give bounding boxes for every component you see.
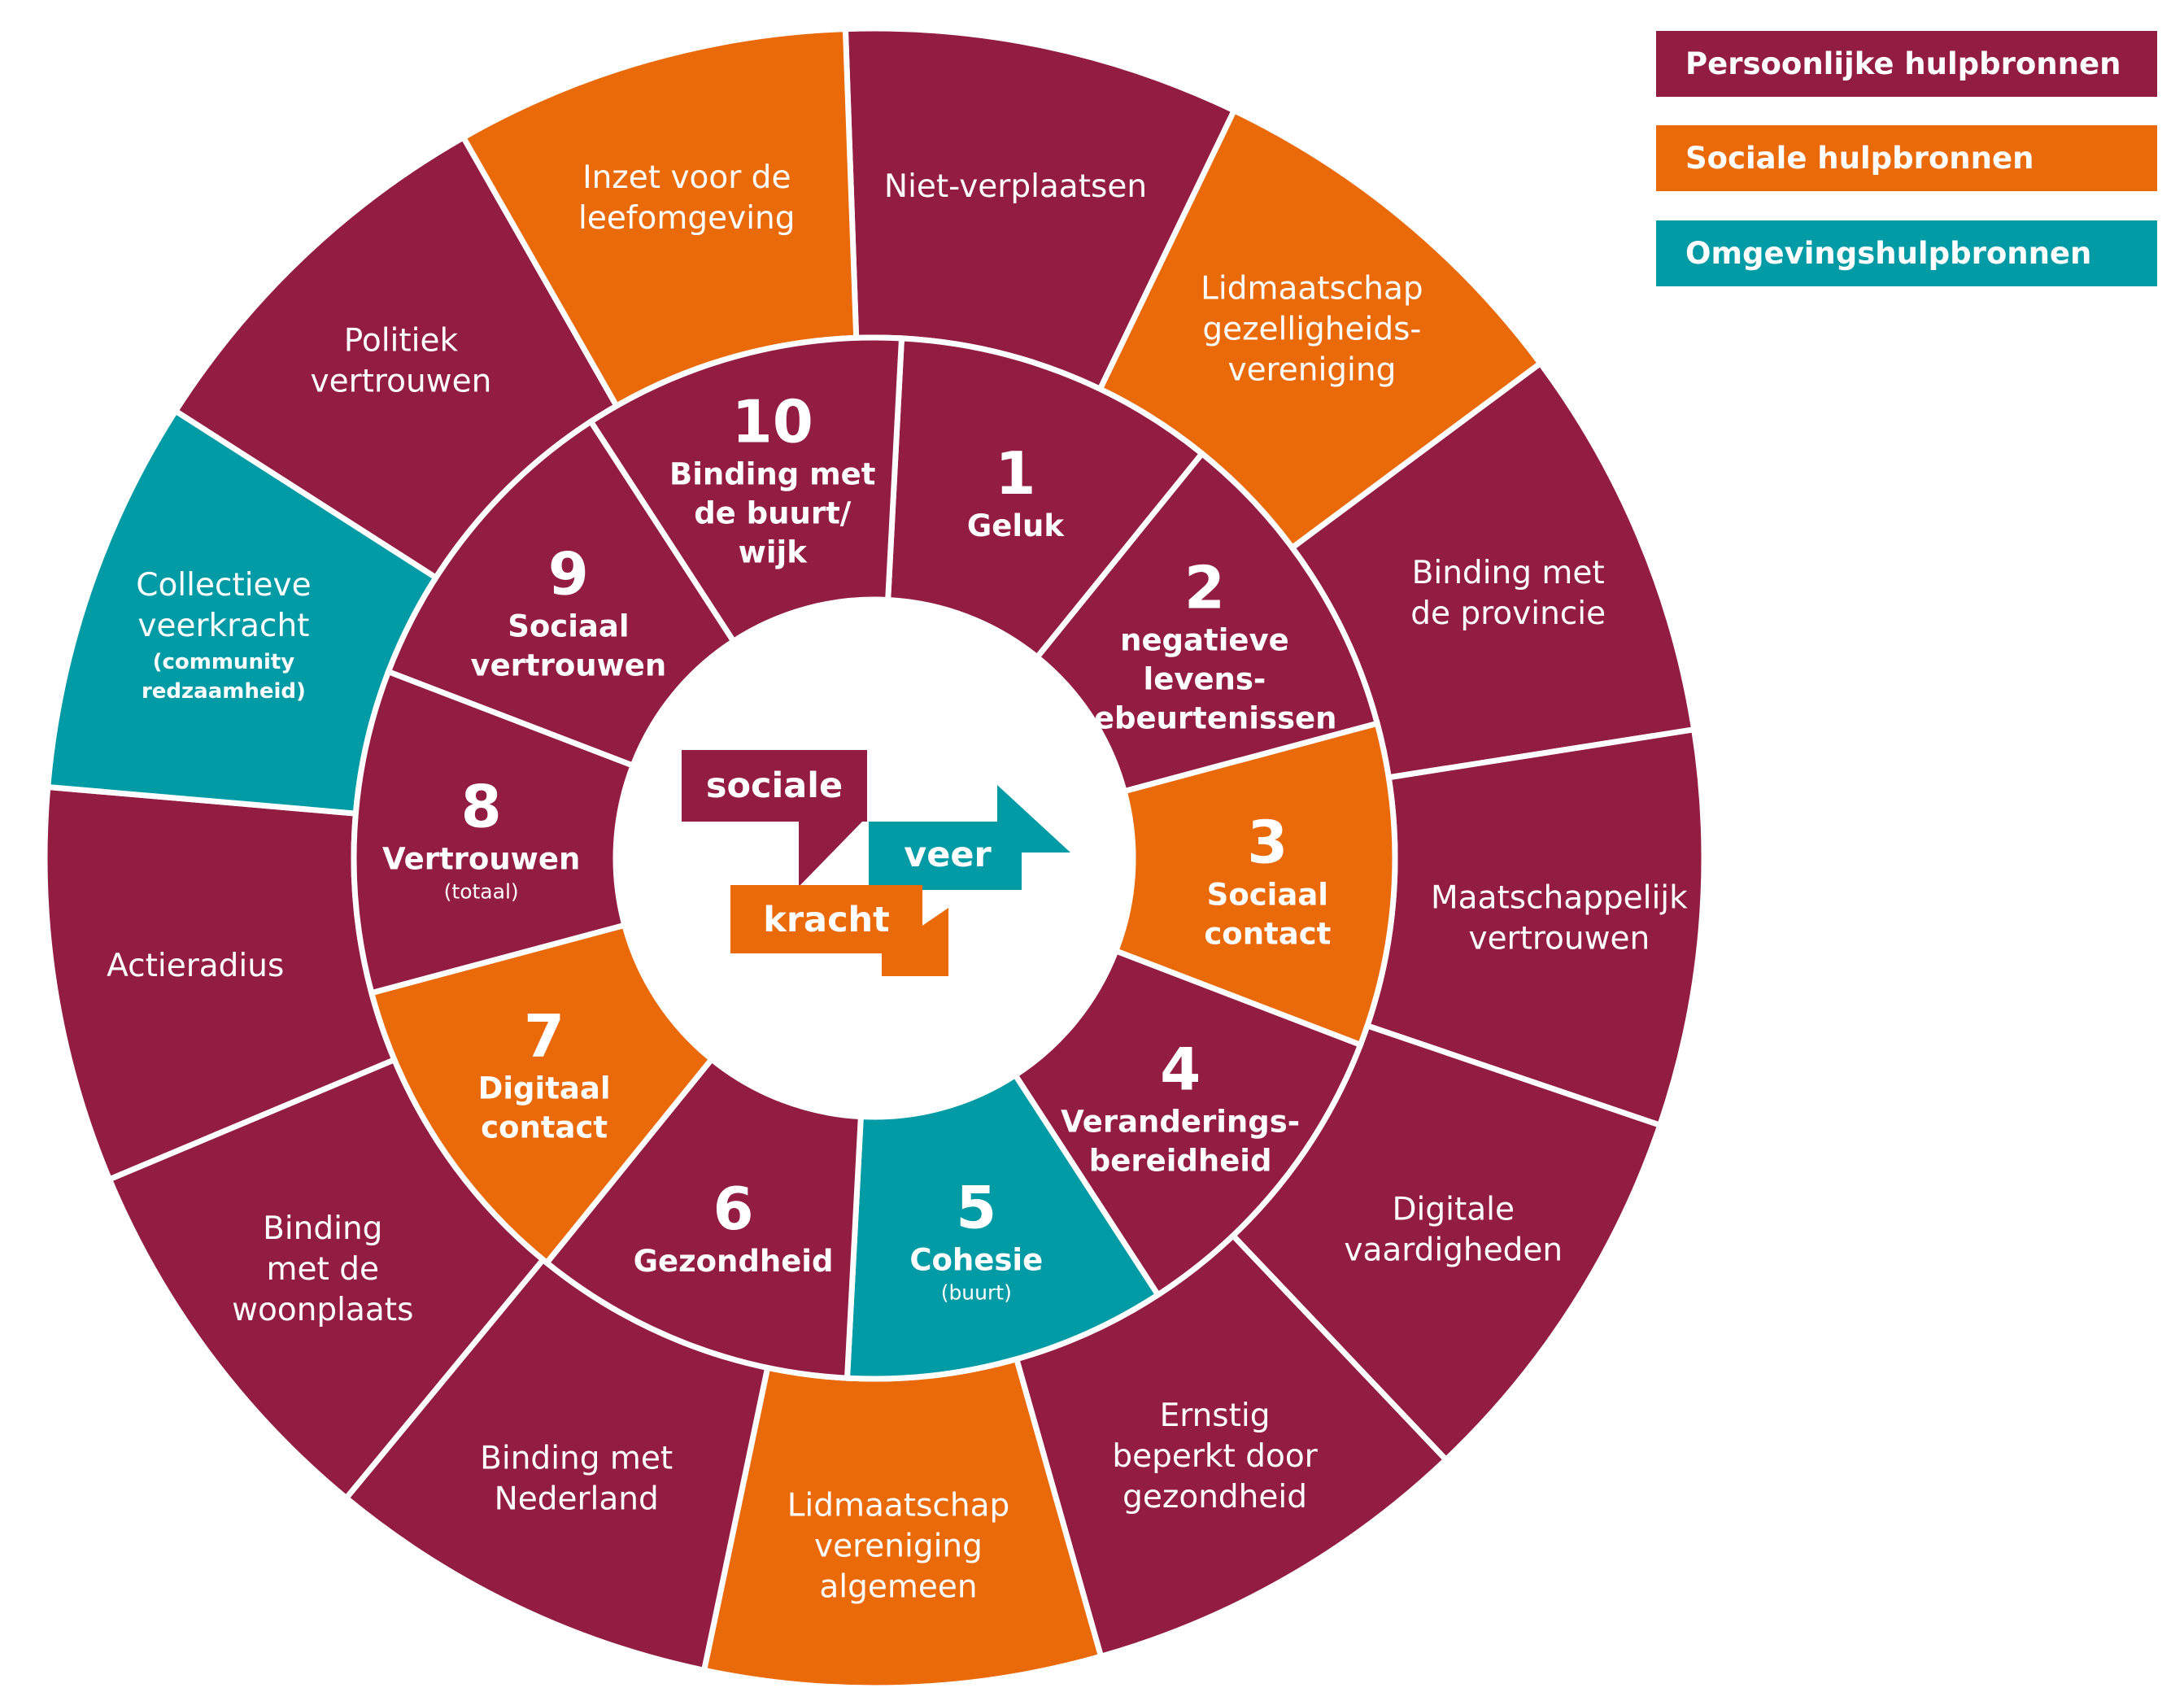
- logo-word-veer: veer: [904, 835, 992, 875]
- logo-fold-magenta: [799, 822, 862, 887]
- inner-segment-label: Digitaal: [478, 1071, 611, 1106]
- inner-segment-label: gebeurtenissen: [1072, 700, 1336, 735]
- outer-segment-label: Actieradius: [107, 948, 284, 984]
- outer-segment-label: woonplaats: [232, 1292, 413, 1328]
- legend-label: Persoonlijke hulpbronnen: [1685, 46, 2121, 81]
- inner-segment-number: 1: [995, 439, 1035, 508]
- outer-segment-label: Inzet voor de: [582, 159, 791, 196]
- inner-segment-number: 4: [1160, 1036, 1201, 1104]
- outer-segment-label: vertrouwen: [311, 363, 492, 399]
- inner-segment-number: 3: [1247, 808, 1288, 876]
- inner-segment-label: wijk: [739, 534, 809, 569]
- legend-label: Omgevingshulpbronnen: [1685, 236, 2092, 271]
- inner-segment-label: vertrouwen: [470, 648, 666, 682]
- inner-segment-label: contact: [1204, 916, 1331, 951]
- outer-segment-label: Maatschappelijk: [1431, 880, 1688, 917]
- outer-segment-label: Lidmaatschap: [1201, 270, 1423, 307]
- inner-segment-label: negatieve: [1120, 622, 1289, 657]
- logo-block-veer: [869, 822, 1022, 890]
- inner-segment-number: 7: [524, 1002, 565, 1071]
- inner-segment-label: Sociaal: [1207, 877, 1328, 912]
- sociale-veerkracht-logo: sociale veer kracht: [682, 750, 1070, 976]
- inner-segment-label: contact: [481, 1110, 608, 1145]
- outer-segment-label: gezelligheids-: [1202, 311, 1421, 347]
- inner-segment-label: Vertrouwen: [382, 842, 580, 877]
- inner-segment-label: Veranderings-: [1061, 1105, 1300, 1140]
- outer-segment-label: Digitale: [1393, 1191, 1515, 1228]
- outer-segment-label: vereniging: [814, 1528, 983, 1564]
- inner-segment-note: (totaal): [444, 880, 519, 904]
- outer-segment-label: Collectieve: [136, 567, 311, 604]
- inner-segment-label: levens-: [1144, 661, 1266, 696]
- outer-segment-label: gezondheid: [1123, 1479, 1307, 1515]
- legend-persoonlijke-hulpbronnen: Persoonlijke hulpbronnen: [1656, 31, 2157, 97]
- outer-segment-label: beperkt door: [1112, 1438, 1318, 1475]
- outer-segment-label: Politiek: [344, 322, 459, 359]
- inner-segment-label: Binding met: [669, 456, 875, 491]
- inner-segment-number: 2: [1184, 553, 1225, 621]
- outer-segment-label: vereniging: [1227, 351, 1396, 388]
- legend-sociale-hulpbronnen: Sociale hulpbronnen: [1656, 125, 2157, 191]
- legend-omgevingshulpbronnen: Omgevingshulpbronnen: [1656, 220, 2157, 286]
- outer-segment-label: met de: [267, 1251, 379, 1288]
- logo-word-sociale: sociale: [706, 765, 843, 806]
- outer-segment-label: Lidmaatschap: [787, 1487, 1010, 1524]
- outer-segment-label: Niet-verplaatsen: [884, 168, 1147, 205]
- logo-block-kracht: [730, 885, 922, 953]
- inner-segment-label: de buurt/: [694, 495, 852, 530]
- logo-word-kracht: kracht: [763, 900, 889, 940]
- outer-segment-label: Binding met: [480, 1440, 673, 1476]
- inner-segment-number: 5: [956, 1174, 996, 1242]
- inner-segment-label: Sociaal: [508, 608, 629, 643]
- inner-segment-note: (buurt): [941, 1281, 1012, 1305]
- legend-label: Sociale hulpbronnen: [1685, 141, 2034, 176]
- outer-segment-label: Ernstig: [1160, 1398, 1271, 1434]
- inner-segment-label: Geluk: [967, 508, 1065, 543]
- outer-segment-label: leefomgeving: [578, 200, 796, 237]
- outer-segment-note: (community: [153, 650, 295, 674]
- outer-segment-label: Binding: [263, 1210, 382, 1247]
- inner-segment-label: Cohesie: [909, 1243, 1043, 1278]
- outer-segment-label: veerkracht: [137, 608, 309, 644]
- logo-block-sociale: [682, 750, 867, 822]
- outer-segment-label: algemeen: [819, 1568, 977, 1605]
- outer-segment-label: vaardigheden: [1344, 1232, 1563, 1268]
- inner-segment-number: 8: [461, 773, 502, 841]
- outer-segment-label: vertrouwen: [1468, 921, 1650, 957]
- logo-arrow-veer: [997, 785, 1070, 853]
- inner-segment-label: bereidheid: [1089, 1144, 1272, 1179]
- outer-segment-label: de provincie: [1410, 595, 1606, 632]
- inner-segment-number: 9: [548, 539, 589, 608]
- outer-segment-label: Binding met: [1412, 555, 1605, 591]
- outer-segment-note: redzaamheid): [142, 679, 306, 704]
- inner-segment-label: Gezondheid: [634, 1244, 834, 1279]
- inner-segment-number: 6: [713, 1175, 753, 1243]
- inner-segment-number: 10: [732, 387, 813, 456]
- outer-segment-label: Nederland: [495, 1480, 659, 1517]
